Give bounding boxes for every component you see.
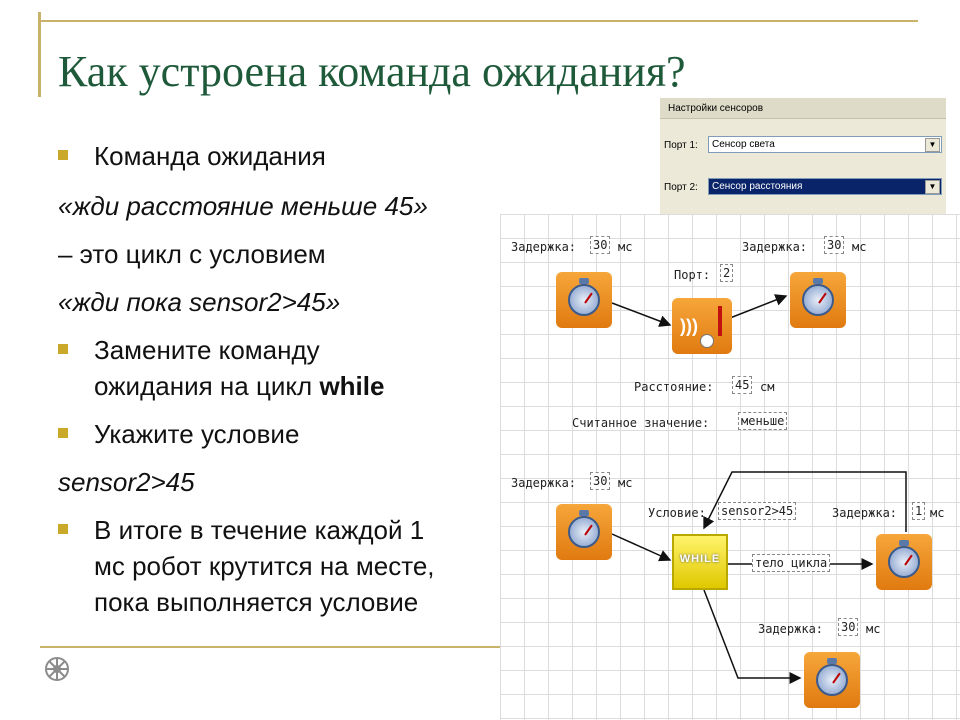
stopwatch-cap-icon	[813, 278, 823, 284]
snowflake-logo-icon	[45, 657, 69, 681]
timer-block-2[interactable]	[790, 272, 846, 328]
bullet-icon	[58, 524, 68, 534]
condition-text: sensor2>45	[58, 467, 195, 497]
bottom-delay1-label: Задержка:	[511, 476, 577, 490]
dropdown-arrow-icon[interactable]: ▼	[925, 180, 940, 194]
frame-vertical-rule	[38, 12, 41, 97]
top-read-label: Считанное значение:	[572, 416, 710, 430]
stopwatch-icon	[568, 284, 600, 316]
top-delay1-label: Задержка:	[511, 240, 577, 254]
dropdown-arrow-icon[interactable]: ▼	[925, 138, 940, 152]
bottom-delay2-value[interactable]: 1	[912, 502, 926, 520]
stopwatch-icon	[816, 664, 848, 696]
top-port-value[interactable]: 2	[720, 264, 734, 282]
bullet-icon	[58, 150, 68, 160]
bottom-delay1-unit: мс	[618, 476, 633, 490]
while-keyword: while	[319, 371, 385, 401]
stopwatch-icon	[802, 284, 834, 316]
top-delay2-value[interactable]: 30	[824, 236, 845, 254]
condition-label: Условие:	[648, 506, 706, 520]
quote-wait-distance: «жди расстояние меньше 45»	[58, 191, 428, 221]
text-cycle-condition: – это цикл с условием	[58, 239, 326, 269]
sonar-waves-icon: )))	[680, 316, 698, 336]
bullet-line-4-cont-2: пока выполняется условие	[94, 587, 419, 617]
bottom-delay3-unit: мс	[866, 622, 881, 636]
stopwatch-icon	[888, 546, 920, 578]
port1-label: Порт 1:	[664, 140, 698, 151]
frame-horizontal-rule	[38, 20, 918, 22]
bottom-delay3-label: Задержка:	[758, 622, 824, 636]
top-distance-unit: см	[760, 380, 775, 394]
sensor-bar-icon	[718, 306, 722, 336]
top-read-value[interactable]: меньше	[738, 412, 788, 430]
stopwatch-cap-icon	[579, 510, 589, 516]
sensor-settings-panel: Настройки сенсоров Порт 1: Сенсор света …	[660, 98, 946, 214]
port2-select[interactable]: Сенсор расстояния ▼	[708, 178, 942, 195]
bullet-line-4-cont-1: мс робот крутится на месте,	[94, 551, 435, 581]
bottom-delay2-label: Задержка:	[832, 506, 898, 520]
stopwatch-cap-icon	[899, 540, 909, 546]
bottom-delay1-value[interactable]: 30	[590, 472, 611, 490]
clock-icon	[700, 334, 714, 348]
port1-select[interactable]: Сенсор света ▼	[708, 136, 942, 153]
timer-block-5[interactable]	[804, 652, 860, 708]
timer-block-4[interactable]	[876, 534, 932, 590]
bullet-icon	[58, 344, 68, 354]
sensor-settings-header: Настройки сенсоров	[660, 98, 946, 119]
bottom-delay2-unit: мс	[930, 506, 945, 520]
top-distance-value[interactable]: 45	[732, 376, 753, 394]
stopwatch-icon	[568, 516, 600, 548]
timer-block-3[interactable]	[556, 504, 612, 560]
port2-label: Порт 2:	[664, 182, 698, 193]
bullet-line-2-cont: ожидания на цикл while	[94, 371, 385, 401]
while-block[interactable]: WHILE	[672, 534, 728, 590]
bottom-delay3-value[interactable]: 30	[838, 618, 859, 636]
slide-title: Как устроена команда ожидания?	[58, 47, 686, 96]
stopwatch-cap-icon	[827, 658, 837, 664]
diagram-canvas[interactable]	[500, 214, 960, 720]
top-delay1-value[interactable]: 30	[590, 236, 611, 254]
stopwatch-cap-icon	[579, 278, 589, 284]
footer-rule	[40, 646, 500, 648]
condition-value[interactable]: sensor2>45	[718, 502, 797, 520]
timer-block-1[interactable]	[556, 272, 612, 328]
top-delay1-unit: мс	[618, 240, 633, 254]
distance-sensor-block[interactable]: )))	[672, 298, 732, 354]
top-delay2-unit: мс	[852, 240, 867, 254]
top-distance-label: Расстояние:	[634, 380, 714, 394]
top-port-label: Порт:	[674, 268, 711, 282]
quote-wait-while: «жди пока sensor2>45»	[58, 287, 341, 317]
top-delay2-label: Задержка:	[742, 240, 808, 254]
loop-body-label[interactable]: тело цикла	[752, 554, 831, 572]
bullet-icon	[58, 428, 68, 438]
